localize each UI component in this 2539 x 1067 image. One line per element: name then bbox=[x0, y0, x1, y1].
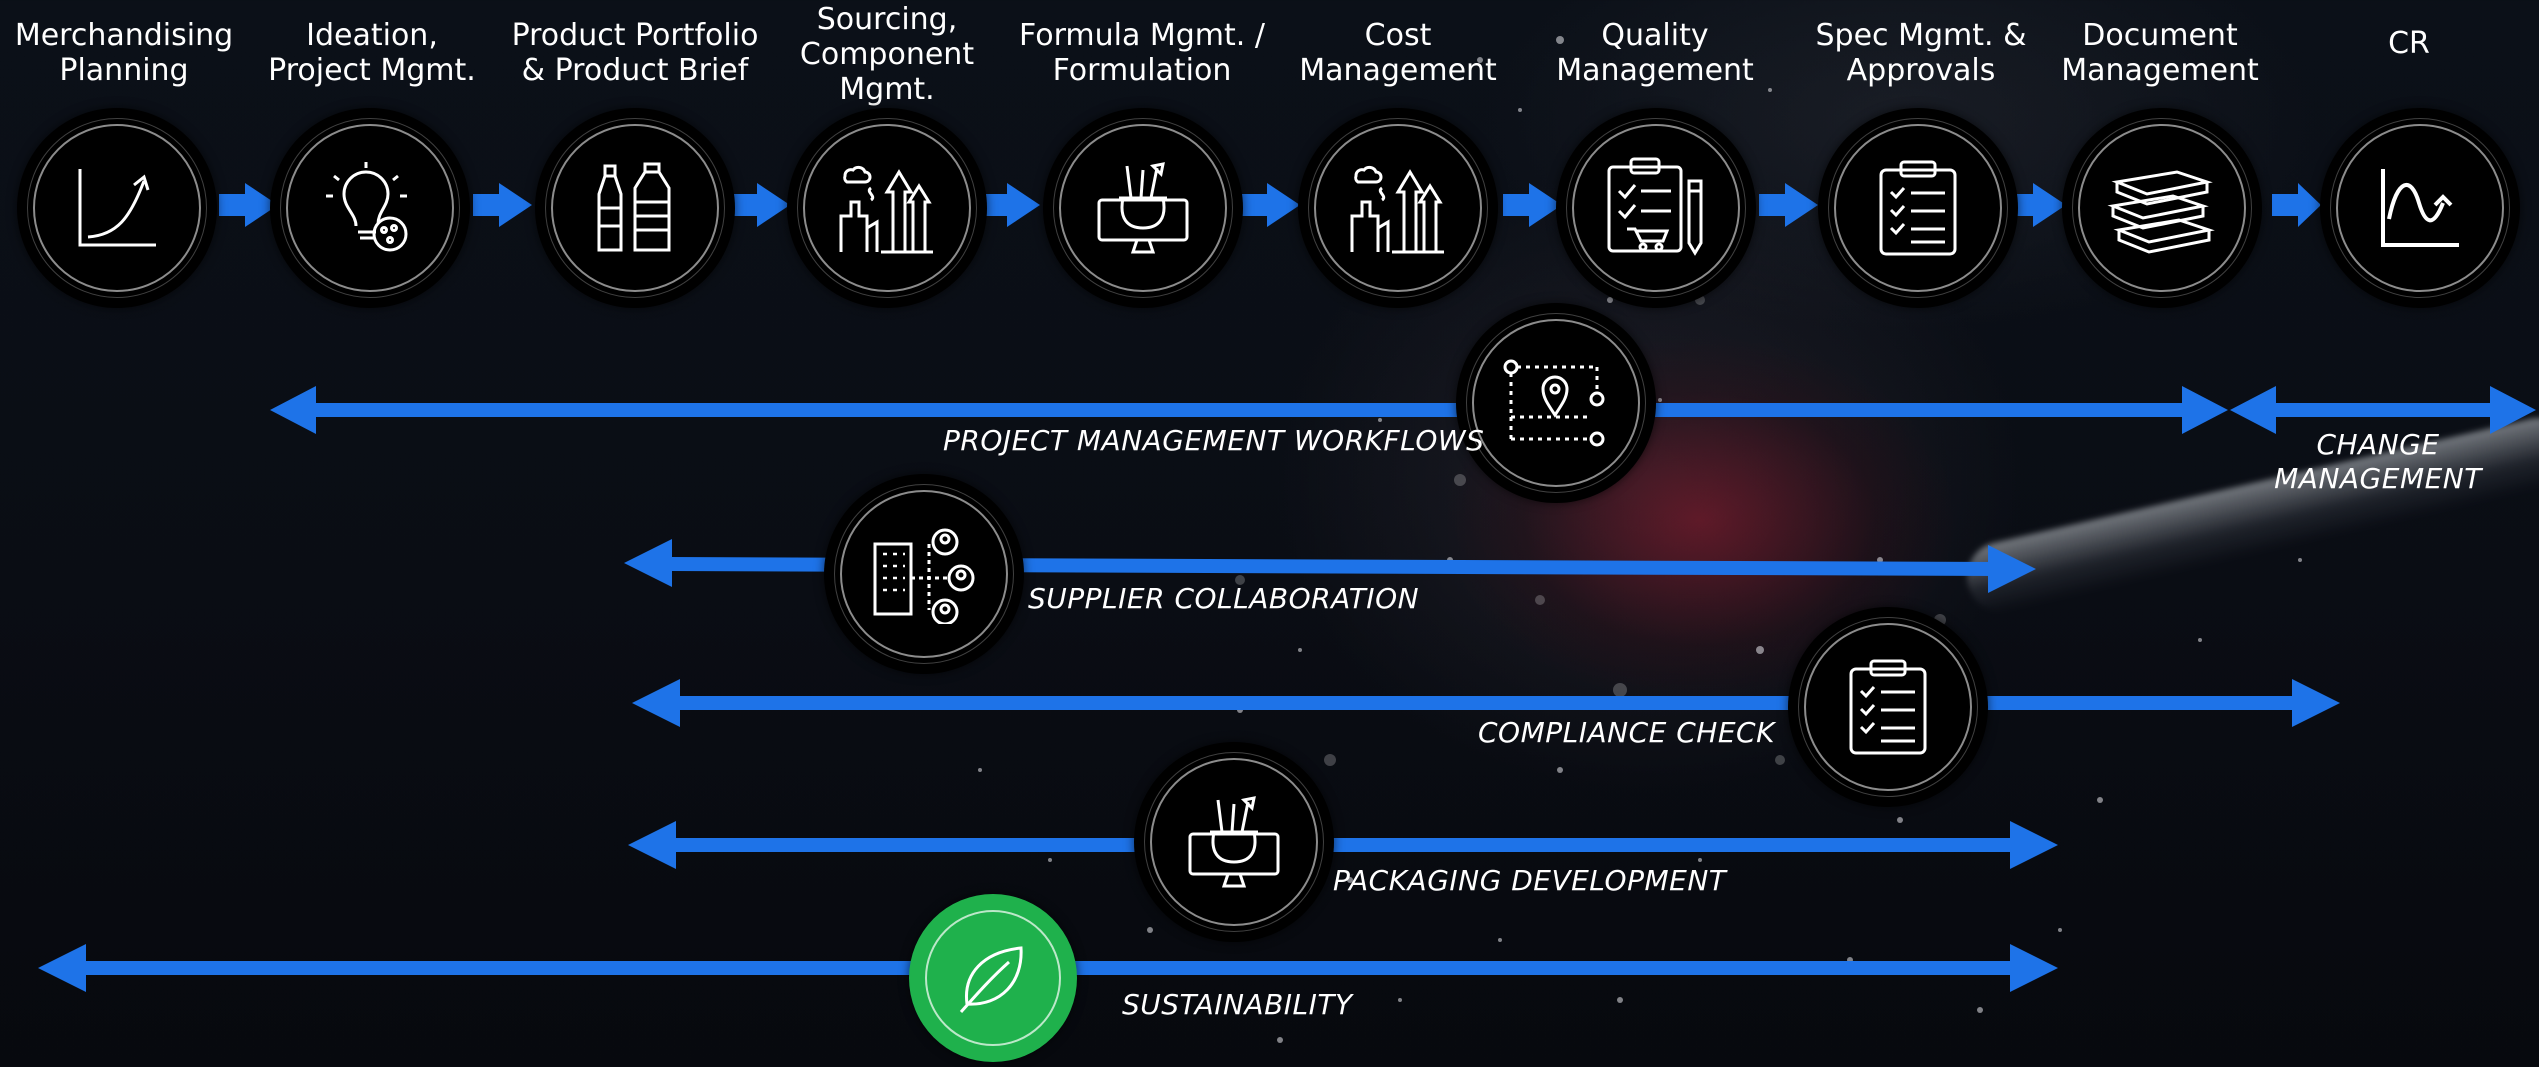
quality-clipboard-icon bbox=[1607, 157, 1703, 256]
step-label-spec-mgmt: Spec Mgmt. & Approvals bbox=[1815, 18, 2027, 88]
factory-icon bbox=[839, 165, 933, 254]
track-label-packaging-development: PACKAGING DEVELOPMENT bbox=[1333, 864, 1727, 897]
growth-chart-icon bbox=[78, 169, 156, 247]
wave-chart-icon bbox=[2381, 169, 2459, 247]
factory-icon bbox=[1350, 165, 1444, 254]
track-label-change-management: CHANGE MANAGEMENT bbox=[2274, 428, 2482, 495]
step-label-product-portfolio: Product Portfolio & Product Brief bbox=[511, 18, 759, 88]
formulation-monitor-icon bbox=[1097, 162, 1189, 254]
bottles-icon bbox=[597, 162, 671, 252]
step-spec-mgmt bbox=[1818, 108, 2018, 308]
track-line-packaging-development bbox=[628, 821, 2058, 869]
step-ideation bbox=[270, 108, 470, 308]
step-label-cost-management: Cost Management bbox=[1299, 18, 1497, 88]
track-icon-supplier-collaboration bbox=[824, 474, 1024, 674]
step-formula-mgmt bbox=[1043, 108, 1243, 308]
flow-arrow bbox=[981, 183, 1040, 227]
track-label-compliance-check: COMPLIANCE CHECK bbox=[1478, 716, 1775, 749]
step-label-document-management: Document Management bbox=[2061, 18, 2259, 88]
step-label-cr: CR bbox=[2388, 26, 2430, 61]
step-sourcing bbox=[787, 108, 987, 308]
track-line-change-management bbox=[2230, 386, 2536, 434]
step-merchandising-planning bbox=[17, 108, 217, 308]
flow-arrow bbox=[473, 183, 532, 227]
step-cost-management bbox=[1298, 108, 1498, 308]
flow-arrow bbox=[2272, 183, 2321, 227]
track-label-supplier-collaboration: SUPPLIER COLLABORATION bbox=[1028, 582, 1420, 615]
lightbulb-icon bbox=[326, 162, 408, 252]
step-quality-management bbox=[1556, 108, 1756, 308]
track-icon-project-management bbox=[1456, 303, 1656, 503]
step-label-formula-mgmt: Formula Mgmt. / Formulation bbox=[1019, 18, 1265, 88]
track-label-project-management-workflows: PROJECT MANAGEMENT WORKFLOWS bbox=[943, 424, 1485, 457]
flow-arrow bbox=[1503, 183, 1562, 227]
flow-arrow bbox=[731, 183, 790, 227]
step-document-management bbox=[2062, 108, 2262, 308]
checklist-icon bbox=[1879, 160, 1957, 256]
step-cr bbox=[2320, 108, 2520, 308]
track-icon-compliance-check bbox=[1788, 607, 1988, 807]
flow-arrow bbox=[1241, 183, 1300, 227]
step-product-portfolio bbox=[535, 108, 735, 308]
books-icon bbox=[2107, 170, 2215, 254]
leaf-icon bbox=[959, 946, 1023, 1013]
flow-arrow bbox=[219, 183, 278, 227]
step-label-merchandising-planning: Merchandising Planning bbox=[14, 18, 234, 88]
building-network-icon bbox=[873, 528, 975, 624]
step-label-quality-management: Quality Management bbox=[1556, 18, 1754, 88]
track-line-project-management bbox=[270, 386, 2228, 434]
step-label-sourcing: Sourcing, Component Mgmt. bbox=[799, 2, 975, 107]
step-label-ideation: Ideation, Project Mgmt. bbox=[268, 18, 476, 88]
track-icon-sustainability bbox=[909, 894, 1077, 1062]
track-icon-packaging-development bbox=[1134, 742, 1334, 942]
flow-arrow bbox=[1759, 183, 1818, 227]
checklist-icon bbox=[1849, 659, 1927, 755]
track-label-sustainability: SUSTAINABILITY bbox=[1122, 988, 1353, 1021]
formulation-monitor-icon bbox=[1188, 796, 1280, 888]
route-map-icon bbox=[1503, 359, 1605, 447]
